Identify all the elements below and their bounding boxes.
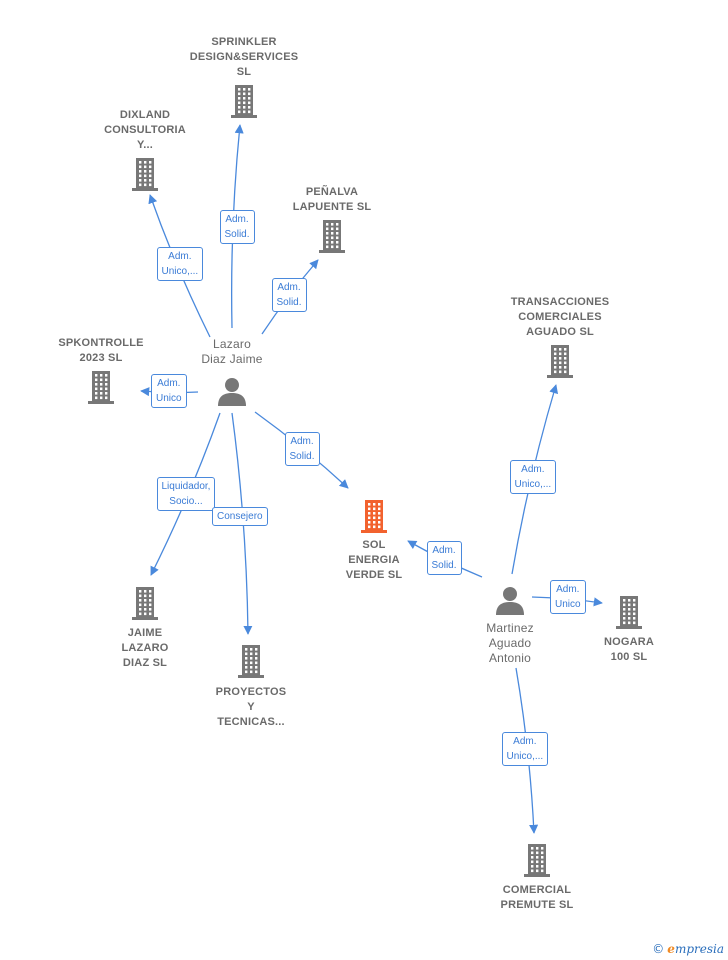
edge-label-lazaro-spkontrolle[interactable]: Adm. Unico: [151, 374, 187, 408]
company-transacciones-label: TRANSACCIONES COMERCIALES AGUADO SL: [490, 295, 630, 340]
building-icon[interactable]: [237, 644, 265, 683]
edge-label-line: Solid.: [431, 560, 457, 571]
label-line: TECNICAS...: [217, 716, 285, 728]
label-line: SL: [236, 66, 252, 78]
edge-label-lazaro-proyectos[interactable]: Consejero: [212, 506, 268, 526]
edge-label-line: Unico,...: [506, 751, 544, 762]
building-icon[interactable]: [523, 843, 551, 882]
label-line: 2023 SL: [79, 352, 123, 364]
edge-label-line: Solid.: [276, 297, 302, 308]
edge-label-line: Adm.: [556, 584, 580, 595]
label-line: DESIGN&SERVICES: [189, 51, 299, 63]
brand-name: mpresia: [674, 942, 724, 956]
brand-footer: ©empresia: [652, 942, 724, 956]
label-line: COMERCIALES: [518, 311, 602, 323]
building-icon[interactable]: [87, 370, 115, 409]
edge-label-line: Adm.: [513, 736, 537, 747]
company-sol-label: SOL ENERGIA VERDE SL: [304, 538, 444, 583]
edge-label-line: Adm.: [290, 436, 314, 447]
label-line: TRANSACCIONES: [510, 296, 610, 308]
edge-label-lazaro-jaime[interactable]: Liquidador, Socio...: [156, 477, 216, 511]
edge-label-lazaro-penalva[interactable]: Adm. Solid.: [271, 278, 307, 312]
building-icon[interactable]: [546, 344, 574, 383]
building-icon[interactable]: [131, 586, 159, 625]
company-sprinkler-label: SPRINKLER DESIGN&SERVICES SL: [174, 35, 314, 80]
label-line: AGUADO SL: [526, 326, 594, 338]
edge-label-lazaro-sol[interactable]: Adm. Solid.: [284, 432, 320, 466]
edge-label-martinez-comercial[interactable]: Adm. Unico,...: [501, 732, 549, 766]
building-icon[interactable]: [360, 499, 388, 538]
label-line: LAZARO: [121, 642, 169, 654]
edge-label-lazaro-dixland[interactable]: Adm. Unico,...: [156, 247, 204, 281]
company-spkontrolle-label: SPKONTROLLE 2023 SL: [31, 336, 171, 366]
label-line: Lazaro: [213, 337, 251, 351]
building-icon[interactable]: [318, 219, 346, 258]
edge-label-martinez-nogara[interactable]: Adm. Unico: [550, 580, 586, 614]
label-line: COMERCIAL: [502, 884, 572, 896]
label-line: CONSULTORIA: [104, 124, 186, 136]
company-dixland-label: DIXLAND CONSULTORIA Y...: [75, 108, 215, 153]
edge-label-line: Adm.: [521, 464, 545, 475]
label-line: Antonio: [488, 651, 532, 665]
building-icon[interactable]: [230, 84, 258, 123]
edge-label-martinez-sol[interactable]: Adm. Solid.: [426, 541, 462, 575]
edge-label-line: Consejero: [217, 510, 263, 522]
edge-label-line: Adm.: [157, 378, 181, 389]
edge-label-line: Socio...: [169, 496, 203, 507]
label-line: VERDE SL: [345, 569, 403, 581]
edge-label-martinez-transacciones[interactable]: Adm. Unico,...: [509, 460, 557, 494]
brand-initial: e: [667, 942, 675, 956]
edge-label-line: Solid.: [289, 451, 315, 462]
edge-label-lazaro-sprinkler[interactable]: Adm. Solid.: [219, 210, 255, 244]
label-line: PEÑALVA: [305, 186, 359, 198]
label-line: PREMUTE SL: [500, 899, 574, 911]
edge-label-line: Adm.: [432, 545, 456, 556]
copyright-icon: ©: [652, 942, 665, 956]
company-penalva-label: PEÑALVA LAPUENTE SL: [262, 185, 402, 215]
label-line: LAPUENTE SL: [292, 201, 372, 213]
label-line: NOGARA: [603, 636, 655, 648]
edge-label-line: Unico,...: [161, 266, 199, 277]
label-line: DIXLAND: [119, 109, 171, 121]
edge-label-line: Adm.: [168, 251, 192, 262]
company-nogara-label: NOGARA 100 SL: [559, 635, 699, 665]
label-line: 100 SL: [610, 651, 648, 663]
person-icon[interactable]: [217, 376, 247, 411]
label-line: Martinez: [486, 621, 534, 635]
label-line: PROYECTOS: [215, 686, 287, 698]
label-line: SPRINKLER: [211, 36, 277, 48]
edge-label-line: Adm.: [225, 214, 249, 225]
label-line: SPKONTROLLE: [58, 337, 144, 349]
building-icon[interactable]: [131, 157, 159, 196]
company-proyectos-label: PROYECTOS Y TECNICAS...: [181, 685, 321, 730]
person-icon[interactable]: [495, 585, 525, 620]
label-line: Diaz Jaime: [201, 352, 263, 366]
label-line: SOL: [362, 539, 386, 551]
edge-label-line: Unico,...: [514, 479, 552, 490]
company-comercial-label: COMERCIAL PREMUTE SL: [467, 883, 607, 913]
label-line: Y: [247, 701, 255, 713]
label-line: Aguado: [488, 636, 532, 650]
edge-label-line: Liquidador,: [161, 481, 211, 492]
label-line: Y...: [136, 139, 154, 151]
building-icon[interactable]: [615, 595, 643, 634]
edge-label-line: Unico: [555, 599, 581, 610]
label-line: ENERGIA: [348, 554, 400, 566]
edge-label-line: Adm.: [277, 282, 301, 293]
label-line: DIAZ SL: [122, 657, 168, 669]
edge-label-line: Unico: [156, 393, 182, 404]
company-jaime-label: JAIME LAZARO DIAZ SL: [75, 626, 215, 671]
edge-label-line: Solid.: [224, 229, 250, 240]
label-line: JAIME: [127, 627, 163, 639]
